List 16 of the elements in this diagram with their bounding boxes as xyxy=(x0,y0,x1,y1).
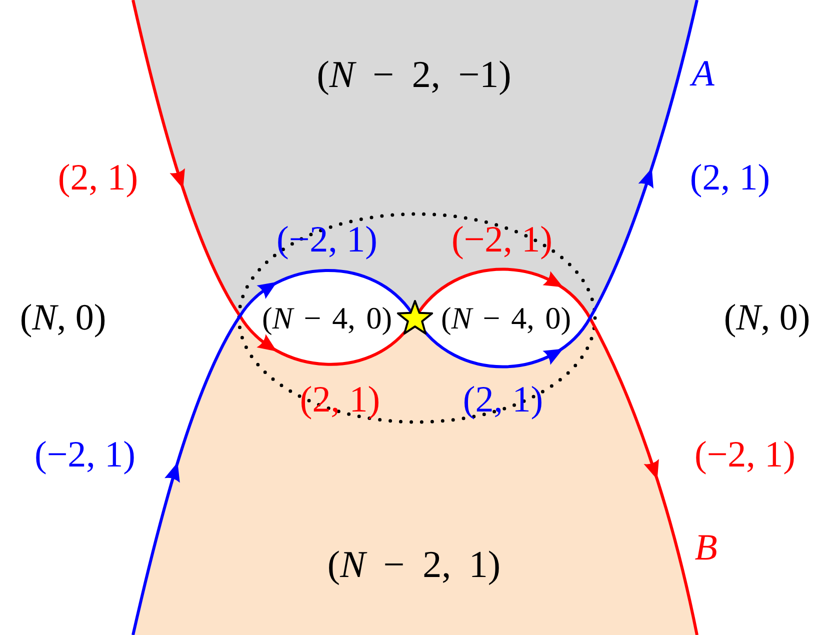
region-label: (N, 0) xyxy=(724,300,810,336)
pair-label: (−2, 1) xyxy=(276,222,378,258)
pair-label: (−2, 1) xyxy=(452,222,552,258)
region-label: (N − 4, 0) xyxy=(262,302,392,334)
pair-label: (2, 1) xyxy=(462,382,544,418)
region-label: (N, 0) xyxy=(20,300,106,336)
curve-label: B xyxy=(694,530,718,566)
region-label: (N − 2, −1) xyxy=(316,56,512,94)
region-label: (N − 2, 1) xyxy=(327,546,501,584)
region-label: (N − 4, 0) xyxy=(440,302,572,334)
pair-label: (2, 1) xyxy=(58,160,138,196)
curve-label: A xyxy=(692,56,714,92)
pair-label: (2, 1) xyxy=(690,160,770,196)
pair-label: (2, 1) xyxy=(300,382,380,418)
pair-label: (−2, 1) xyxy=(694,436,796,474)
pair-label: (−2, 1) xyxy=(34,436,136,474)
